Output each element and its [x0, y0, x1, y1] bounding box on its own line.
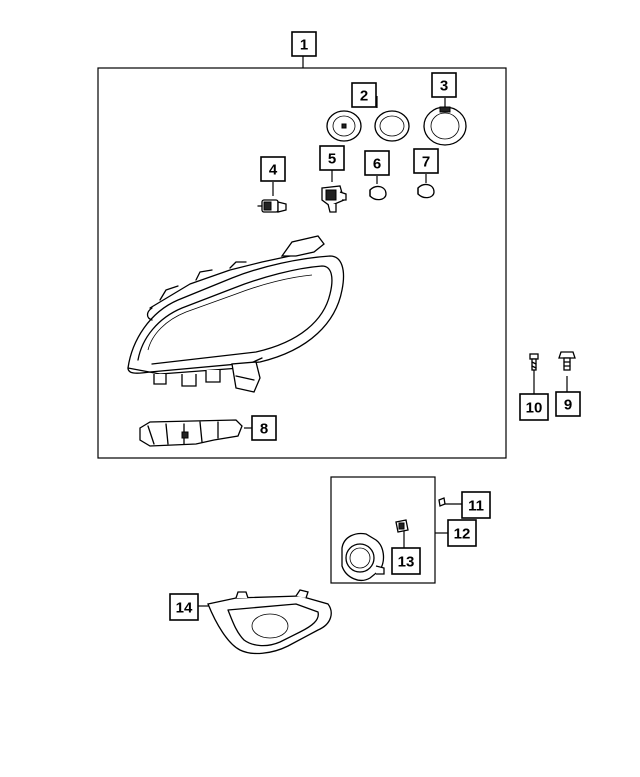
side-marker-bulb — [369, 185, 387, 201]
headlamp-group-frame — [97, 67, 507, 459]
callout-9: 9 — [555, 391, 581, 417]
callout-9-label: 9 — [564, 397, 572, 414]
callout-12-label: 12 — [454, 526, 471, 543]
callout-10-label: 10 — [526, 400, 543, 417]
callout-2-label: 2 — [360, 88, 368, 105]
fog-lamp-group-frame — [330, 476, 436, 584]
callout-14: 14 — [169, 593, 199, 621]
callout-6-label: 6 — [373, 156, 381, 173]
callout-13: 13 — [391, 547, 421, 575]
headlamp-bracket — [139, 419, 243, 447]
callout-6: 6 — [364, 150, 390, 176]
callout-13-label: 13 — [398, 554, 415, 571]
callout-3-label: 3 — [440, 78, 448, 95]
headlamp-assembly — [127, 235, 345, 393]
callout-10: 10 — [519, 393, 549, 421]
fog-lamp — [341, 532, 385, 581]
fog-lamp-bulb — [395, 519, 409, 533]
callout-4: 4 — [260, 156, 286, 182]
bulb-cap-small — [326, 110, 410, 142]
turn-signal-bulb — [417, 183, 435, 199]
bulb-and-socket — [321, 185, 347, 213]
callout-14-label: 14 — [176, 600, 193, 617]
callout-8-label: 8 — [260, 421, 268, 438]
callout-12: 12 — [447, 519, 477, 547]
callout-5: 5 — [319, 145, 345, 171]
screw — [529, 353, 539, 371]
push-clip — [438, 497, 446, 507]
callout-7: 7 — [413, 148, 439, 174]
callout-3: 3 — [431, 72, 457, 98]
callout-7-label: 7 — [422, 154, 430, 171]
callout-1-label: 1 — [300, 37, 308, 54]
fog-lamp-bezel — [207, 589, 332, 655]
bolt-with-washer — [558, 351, 576, 371]
callout-1: 1 — [291, 31, 317, 57]
callout-2: 2 — [351, 82, 377, 108]
callout-11-label: 11 — [468, 498, 484, 515]
callout-5-label: 5 — [328, 151, 336, 168]
callout-11: 11 — [461, 491, 491, 519]
callout-4-label: 4 — [269, 162, 278, 179]
callout-8: 8 — [251, 415, 277, 441]
headlamp-bulb — [257, 199, 287, 213]
bulb-cap-large — [423, 106, 467, 146]
